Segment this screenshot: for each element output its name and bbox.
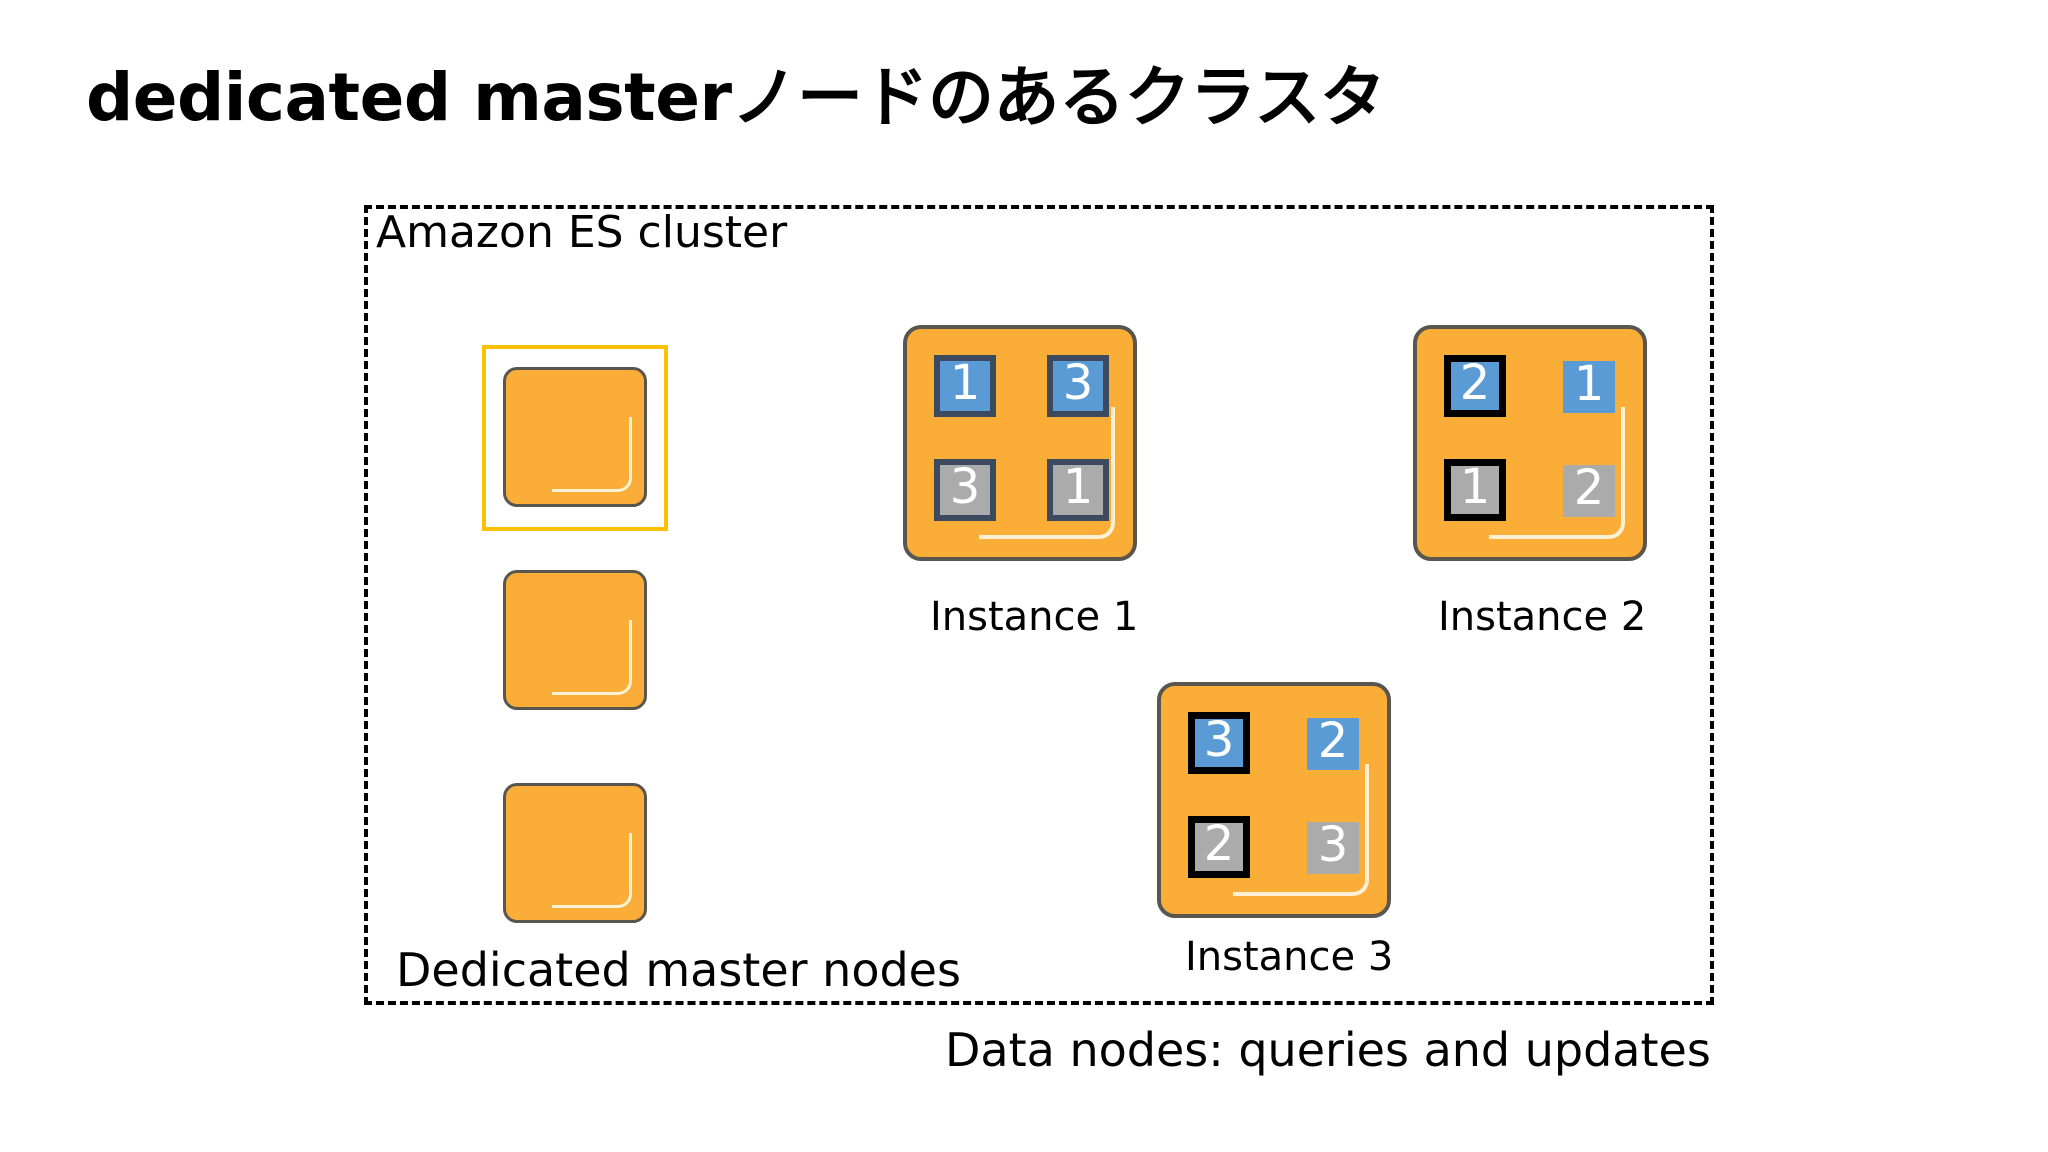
node-corner-bracket-icon [551,832,632,908]
node-corner-bracket-icon [551,619,632,695]
instance-2-label: Instance 2 [1438,594,1647,640]
shard-number: 1 [1573,356,1605,412]
shard-primary-3[interactable]: 3 [1047,355,1109,417]
dedicated-master-nodes-label: Dedicated master nodes [396,943,961,997]
instance-3-node[interactable]: 3 2 2 3 [1157,682,1391,918]
page-title: dedicated masterノードのあるクラスタ [86,59,1386,137]
shard-number: 3 [1317,817,1349,873]
instance-1-label: Instance 1 [930,594,1139,640]
master-node-2[interactable] [503,570,647,710]
shard-replica-3[interactable]: 3 [1307,817,1359,874]
master-node-1-selection-outline [482,345,668,531]
master-node-1[interactable] [503,367,647,507]
master-node-3[interactable] [503,783,647,923]
amazon-es-cluster-container [364,205,1714,1005]
shard-primary-2[interactable]: 2 [1444,355,1506,417]
shard-replica-1[interactable]: 1 [1444,459,1506,521]
node-corner-bracket-icon [551,416,632,492]
shard-primary-2[interactable]: 2 [1307,713,1359,770]
shard-number: 2 [1573,460,1605,516]
cluster-label: Amazon ES cluster [376,207,788,258]
shard-number: 1 [1062,459,1094,515]
shard-number: 2 [1203,816,1235,872]
instance-1-node[interactable]: 1 3 3 1 [903,325,1137,561]
shard-primary-3[interactable]: 3 [1188,712,1250,774]
shard-number: 3 [1062,355,1094,411]
shard-number: 1 [1459,459,1491,515]
shard-primary-1[interactable]: 1 [934,355,996,417]
shard-replica-3[interactable]: 3 [934,459,996,521]
shard-replica-2[interactable]: 2 [1188,816,1250,878]
instance-2-node[interactable]: 2 1 1 2 [1413,325,1647,561]
shard-number: 3 [949,459,981,515]
data-nodes-caption: Data nodes: queries and updates [945,1023,1711,1077]
shard-number: 1 [949,355,981,411]
shard-replica-2[interactable]: 2 [1563,460,1615,517]
shard-number: 3 [1203,712,1235,768]
shard-number: 2 [1317,713,1349,769]
instance-3-label: Instance 3 [1185,934,1394,980]
shard-replica-1[interactable]: 1 [1047,459,1109,521]
shard-primary-1[interactable]: 1 [1563,356,1615,413]
shard-number: 2 [1459,355,1491,411]
